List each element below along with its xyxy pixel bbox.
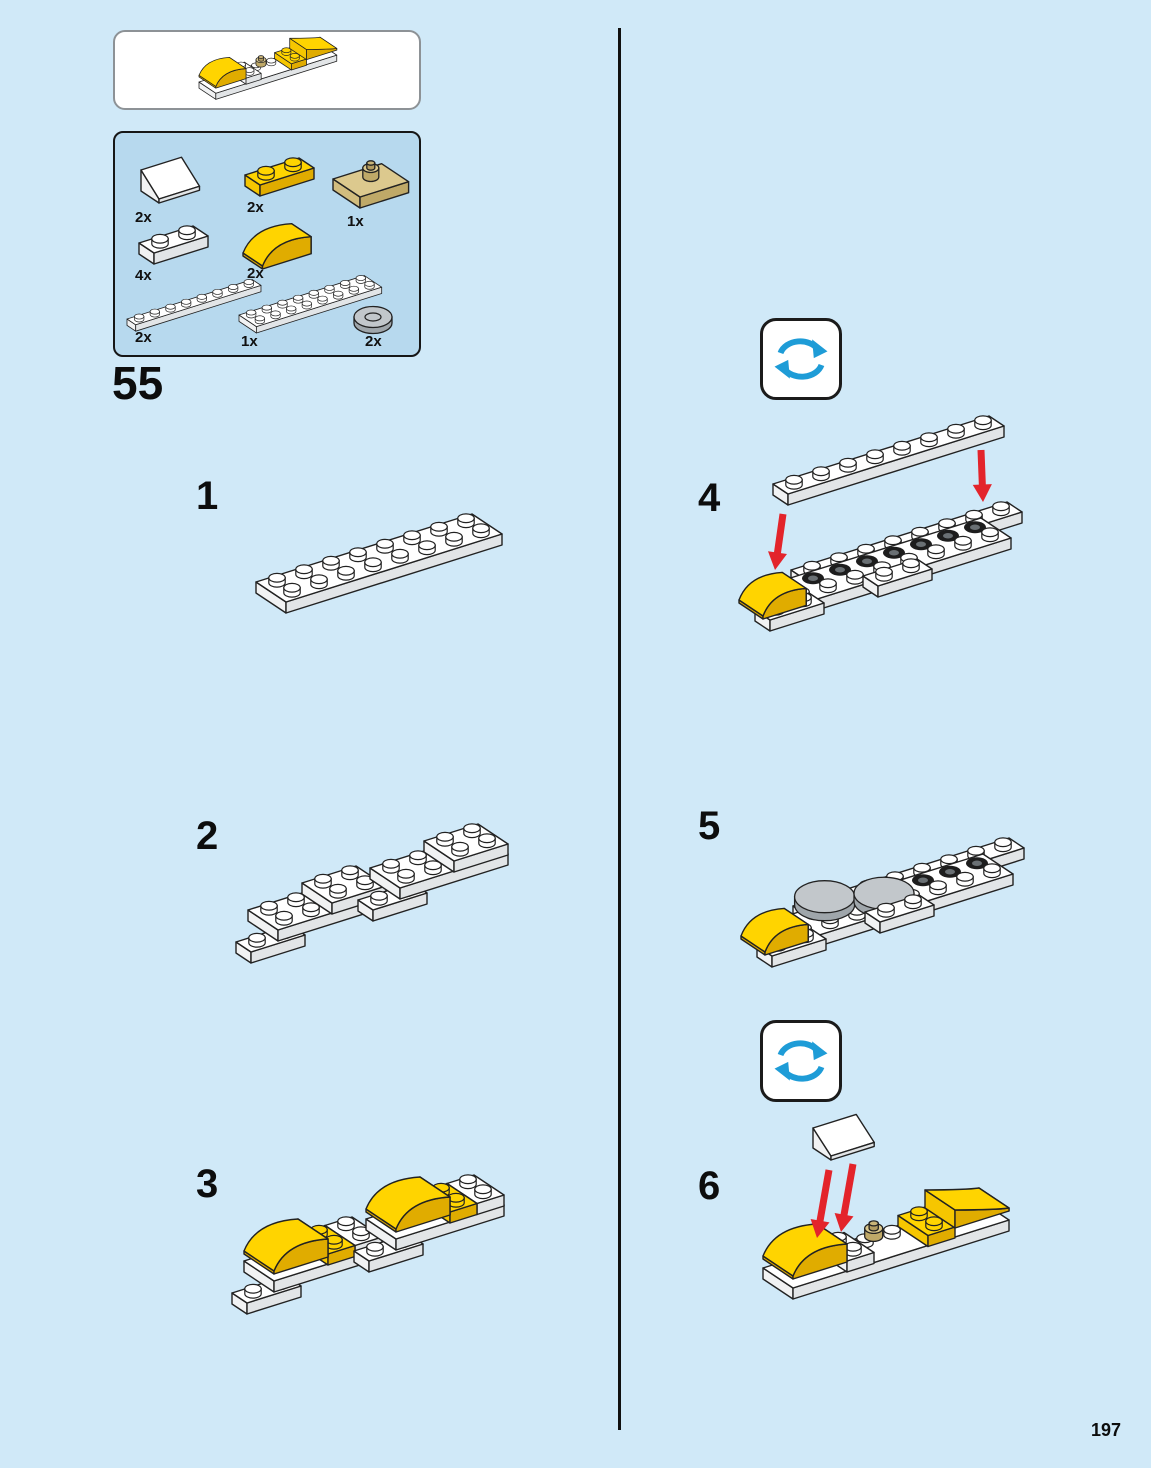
part-count: 2x [365, 333, 382, 350]
column-divider [618, 28, 621, 1430]
step-55-heading: 55 [112, 357, 164, 409]
parts-callout-box: 2x 2x 1x 4x 2x 2x 1x 2x [113, 131, 421, 357]
part-count: 2x [247, 199, 264, 216]
part-count: 1x [347, 213, 364, 230]
rotate-arrows-icon [774, 1040, 828, 1082]
step-6-diagram [762, 1113, 1010, 1300]
module-preview-image [198, 36, 338, 100]
module-preview-box [113, 30, 421, 110]
step-2-diagram [235, 823, 509, 964]
step-4-number: 4 [698, 476, 721, 520]
step-5-number: 5 [698, 804, 721, 848]
step-1-diagram [255, 513, 503, 614]
part-count: 2x [135, 329, 152, 346]
part-yellow-plate-1x2-image [244, 157, 315, 197]
part-tan-plate-with-pin-image [332, 160, 410, 209]
rotate-symbol [760, 1020, 842, 1102]
part-yellow-curved-slope-image [242, 223, 312, 270]
part-count: 4x [135, 267, 152, 284]
part-white-plate-2x8-image [238, 275, 383, 334]
part-white-plate-1x8-image [126, 279, 262, 332]
part-count: 2x [247, 265, 264, 282]
step-3-number: 3 [196, 1162, 219, 1206]
step-1-number: 1 [196, 474, 219, 518]
step-2-number: 2 [196, 814, 219, 858]
page-number: 197 [1090, 1420, 1121, 1440]
rotate-symbol [760, 318, 842, 400]
part-white-plate-1x2-image [138, 225, 209, 265]
part-count: 1x [241, 333, 258, 350]
part-white-slope-1x2-image [140, 156, 201, 204]
rotate-arrows-icon [774, 338, 828, 380]
step-5-diagram [740, 837, 1025, 968]
part-count: 2x [135, 209, 152, 226]
step-4-diagram [738, 415, 1023, 632]
step-3-diagram [231, 1174, 505, 1315]
step-6-number: 6 [698, 1164, 721, 1208]
part-gray-round-plate-image [353, 305, 393, 335]
